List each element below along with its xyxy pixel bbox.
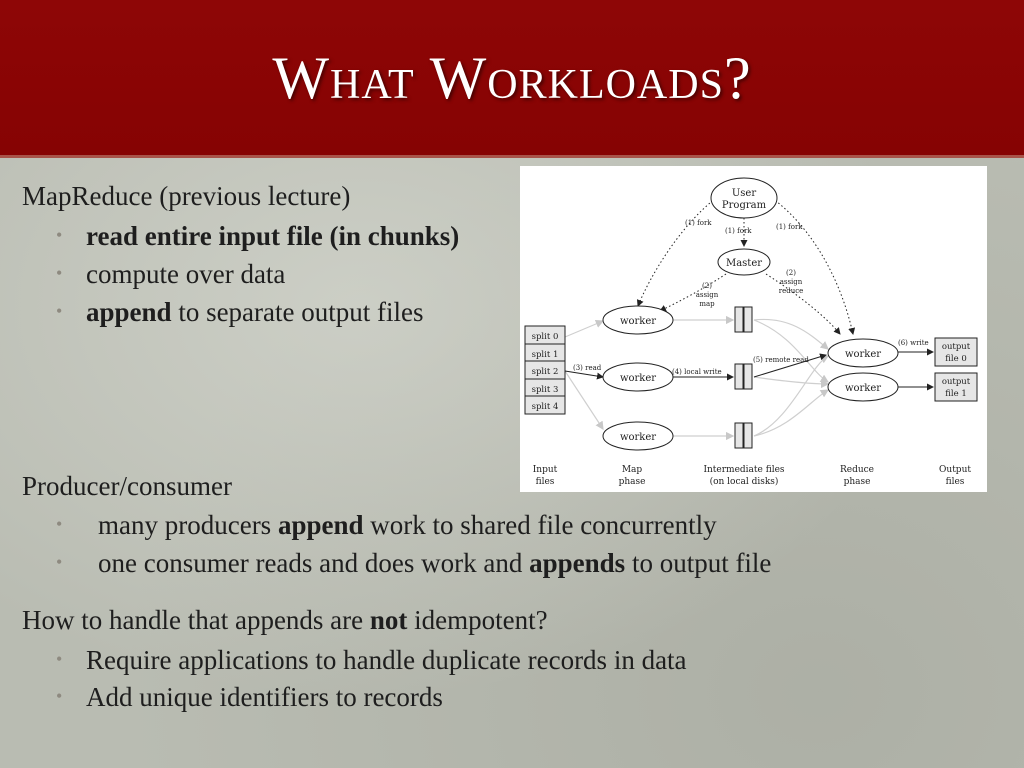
bullet-read-entire-file: • read entire input file (in chunks) [56,221,459,252]
bullet-many-producers: • many producers append work to shared fi… [56,510,717,541]
section-heading-idempotent: How to handle that appends are not idemp… [22,605,548,636]
bullet-text: compute over data [86,259,286,289]
background-flow-lines [564,315,830,441]
split-label: split 0 [532,332,559,342]
output-file-label: file 0 [945,354,967,364]
assign-map-label: map [699,300,715,308]
mapreduce-diagram-svg: User Program (1) fork (1) fork (1) fork … [524,177,978,487]
bullet-append-outputs: • append to separate output files [56,297,424,328]
remote-read-label: (5) remote read [753,356,809,364]
phase-label: files [946,477,965,487]
intermediate-files [734,306,753,449]
bullet-text: to separate output files [171,297,424,327]
local-write-label: (4) local write [672,368,722,376]
bullet-bold-text: append [86,297,172,327]
fork-label: (1) fork [776,223,803,231]
phase-label: (on local disks) [710,476,779,487]
bullet-compute: • compute over data [56,259,285,290]
output-file-box [934,337,978,367]
assign-map-label: assign [696,291,719,299]
assign-reduce-label: assign [780,278,803,286]
output-file-label: file 1 [945,389,967,399]
output-file-box [934,372,978,402]
title-bar: What Workloads? [0,0,1024,158]
bullet-bold-text: appends [529,548,626,578]
reduce-worker-label: worker [845,349,881,360]
bullet-dot: • [56,552,63,572]
mapreduce-diagram: User Program (1) fork (1) fork (1) fork … [520,166,987,492]
split-label: split 2 [532,367,559,377]
fork-label: (1) fork [725,227,752,235]
phase-label: Output [939,465,971,475]
phase-label: phase [619,477,646,487]
bullet-text: Add unique identifiers to records [86,682,443,712]
map-worker-label: worker [620,432,656,443]
reduce-worker-node [827,372,899,402]
output-file-label: output [942,377,971,387]
phase-label: Reduce [840,465,874,475]
assign-map-label: (2) [702,282,712,290]
heading-bold-text: not [369,605,408,635]
bullet-one-consumer: • one consumer reads and does work and ap… [56,548,771,579]
bullet-bold-text: read entire input file (in chunks) [86,221,460,251]
bullet-text: many producers [98,510,278,540]
map-worker-label: worker [620,373,656,384]
bullet-text: Require applications to handle duplicate… [86,645,687,675]
phase-label: Input [533,465,558,475]
bullet-text: work to shared file concurrently [363,510,717,540]
section-heading-mapreduce: MapReduce (previous lecture) [22,181,351,211]
phase-label: Intermediate files [703,465,784,475]
reduce-worker-label: worker [845,383,881,394]
split-label: split 3 [532,385,559,395]
reduce-worker-node [827,338,899,368]
phase-label: files [536,477,555,487]
bullet-dot: • [56,649,63,669]
bullet-dot: • [56,263,63,283]
bullet-text: one consumer reads and does work and [98,548,530,578]
split-label: split 4 [532,402,559,412]
read-label: (3) read [573,364,602,372]
map-worker-node [602,421,674,451]
split-rows [525,343,565,397]
control-lines [636,197,856,335]
heading-text: How to handle that appends are [22,605,370,635]
fork-label: (1) fork [685,219,712,227]
phase-label: phase [844,477,871,487]
phase-label: Map [622,465,643,475]
section-heading-producer-consumer: Producer/consumer [22,471,232,501]
bullet-unique-identifiers: • Add unique identifiers to records [56,682,443,713]
assign-reduce-label: (2) [786,269,796,277]
split-label: split 1 [532,350,559,360]
map-worker-node [602,362,674,392]
user-program-label: User [732,188,756,199]
data-flow-lines [564,348,934,391]
bullet-dot: • [56,225,63,245]
user-program-node [710,177,778,219]
assign-reduce-label: reduce [779,287,804,295]
map-worker-node [602,305,674,335]
bullet-dot: • [56,301,63,321]
map-worker-label: worker [620,316,656,327]
heading-text: idempotent? [407,605,548,635]
master-label: Master [726,258,762,269]
bullet-dot: • [56,686,63,706]
bullet-dot: • [56,514,63,534]
bullet-text: to output file [625,548,772,578]
output-file-label: output [942,342,971,352]
bullet-bold-text: append [277,510,364,540]
write-label: (6) write [898,339,929,347]
user-program-label: Program [722,200,767,211]
slide-title: What Workloads? [272,45,752,111]
input-splits-box [524,325,566,415]
master-node [717,248,771,276]
bullet-require-applications: • Require applications to handle duplicat… [56,645,687,676]
